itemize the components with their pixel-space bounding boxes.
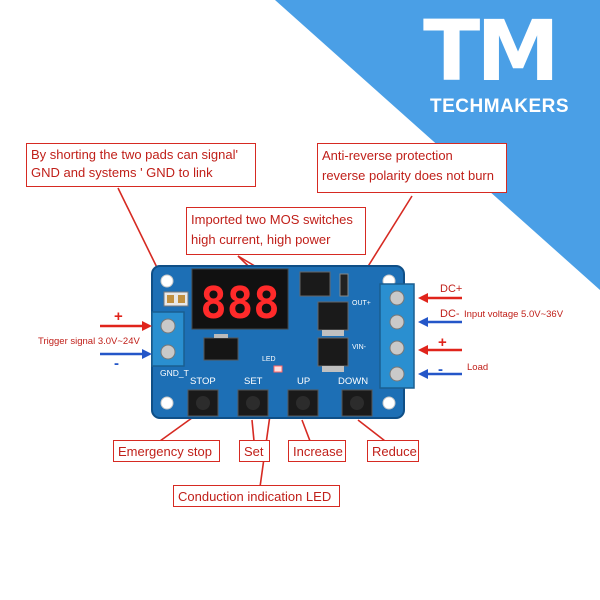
callout-reduce: Reduce <box>367 440 419 462</box>
mount-hole <box>160 396 174 410</box>
silk-out: OUT+ <box>352 300 371 307</box>
arrow-head <box>418 369 428 379</box>
sign-trigger-plus: + <box>114 308 123 325</box>
mos-switch-2 <box>317 337 349 367</box>
leader-up <box>301 419 311 442</box>
sign-load-plus: + <box>438 334 447 351</box>
button-row <box>187 389 373 417</box>
mos-switch-1 <box>317 301 349 331</box>
label-dc-minus: DC- <box>440 308 460 320</box>
diode <box>339 273 349 297</box>
callout-set: Set <box>239 440 270 462</box>
silk-set: SET <box>244 376 263 387</box>
brand-name: TECHMAKERS <box>430 96 570 117</box>
mount-hole <box>382 396 396 410</box>
arrow-head <box>418 293 428 303</box>
brand-logo: TM <box>423 2 560 100</box>
leader-set <box>251 419 255 442</box>
callout-emergency-stop: Emergency stop <box>113 440 220 462</box>
callout-mos-switches-line2: high current, high power <box>191 232 331 247</box>
terminal-screw <box>160 318 176 334</box>
sign-trigger-minus: - <box>114 355 119 372</box>
regulator-chip <box>299 271 331 297</box>
terminal-screw <box>389 290 405 306</box>
callout-shorting-pads-line1: By shorting the two pads can signal' <box>31 147 238 162</box>
leader-down <box>357 419 386 442</box>
up-button-cap <box>296 396 310 410</box>
terminal-screw <box>389 314 405 330</box>
chip-pin <box>214 334 228 338</box>
display-digits: 888 <box>200 278 279 329</box>
silk-vin: VIN- <box>352 344 366 351</box>
terminal-screw <box>160 344 176 360</box>
leader-anti-reverse <box>361 195 413 277</box>
callout-mos-switches: Imported two MOS switches high current, … <box>186 207 366 255</box>
callout-anti-reverse-line1: Anti-reverse protection <box>322 148 453 163</box>
callout-conduction-led: Conduction indication LED <box>173 485 340 507</box>
callout-anti-reverse: Anti-reverse protection reverse polarity… <box>317 143 507 193</box>
silk-down: DOWN <box>338 376 369 387</box>
callout-shorting-pads: By shorting the two pads can signal' GND… <box>26 143 256 187</box>
pad <box>167 295 174 303</box>
set-button-cap <box>246 396 260 410</box>
arrow-head <box>142 321 152 331</box>
callout-anti-reverse-line2: reverse polarity does not burn <box>322 168 494 183</box>
arrow-head <box>418 317 428 327</box>
label-input-voltage: Input voltage 5.0V~36V <box>464 309 564 320</box>
mos-tab <box>322 366 344 372</box>
arrow-head <box>418 345 428 355</box>
silk-gnd: GND_T <box>160 368 189 378</box>
callout-shorting-pads-line2: GND and systems ' GND to link <box>31 165 213 180</box>
label-dc-plus: DC+ <box>440 283 463 295</box>
terminal-screw <box>389 340 405 356</box>
terminal-screw <box>389 366 405 382</box>
led-display <box>191 268 289 330</box>
silk-stop: STOP <box>190 376 216 387</box>
callout-mos-switches-line1: Imported two MOS switches <box>191 212 353 227</box>
stop-button-cap <box>196 396 210 410</box>
label-trigger-signal: Trigger signal 3.0V~24V <box>38 336 140 347</box>
mount-hole <box>160 274 174 288</box>
down-button-cap <box>350 396 364 410</box>
silk-up: UP <box>297 376 311 387</box>
arrow-head <box>142 349 152 359</box>
silk-led: LED <box>262 356 276 363</box>
mos-tab <box>322 330 344 336</box>
conduction-led <box>273 365 283 373</box>
callout-increase: Increase <box>288 440 346 462</box>
label-load: Load <box>467 362 489 373</box>
sign-load-minus: - <box>438 361 443 378</box>
controller-chip <box>203 337 239 361</box>
pad <box>178 295 185 303</box>
